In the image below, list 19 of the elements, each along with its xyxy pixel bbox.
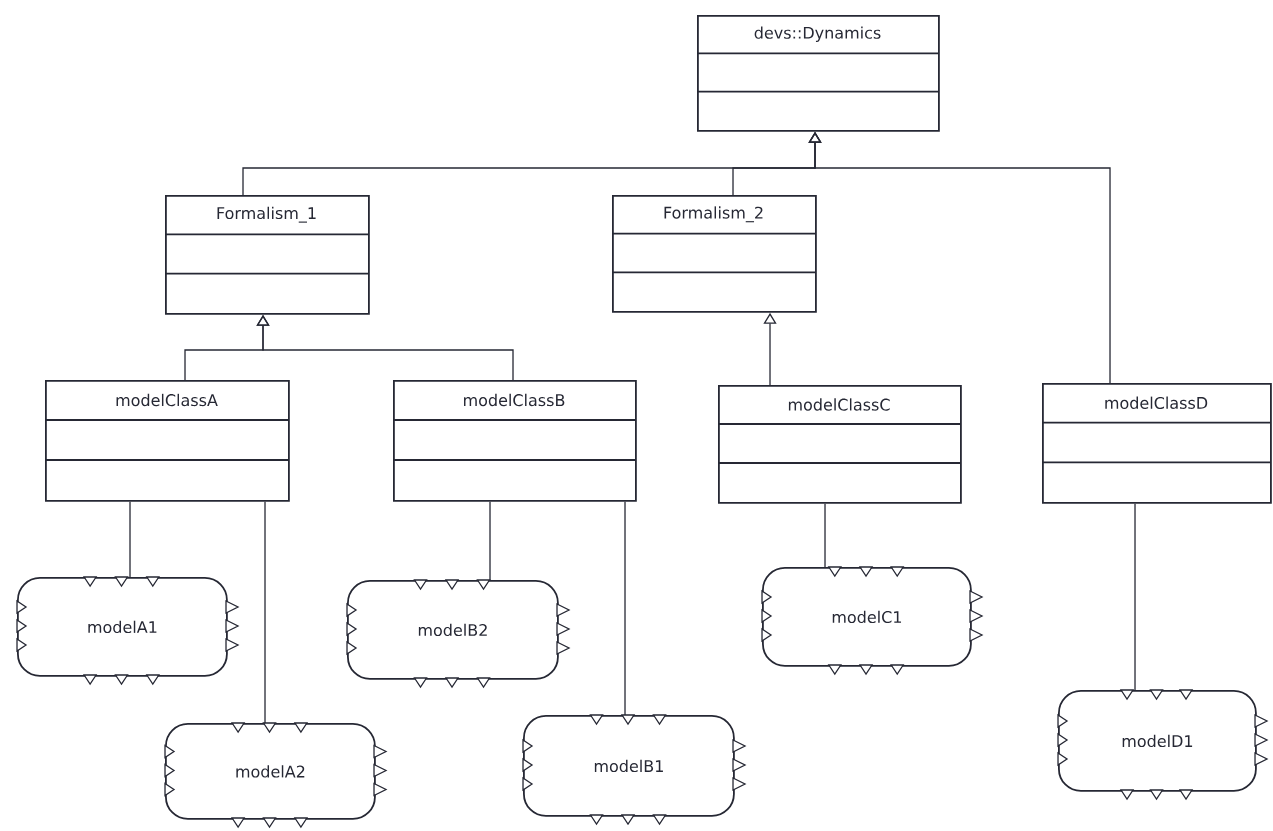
class-box: Formalism_2 [611,195,817,313]
model-box: modelC1 [761,566,984,676]
connector-line [264,501,266,724]
class-box: Formalism_1 [164,195,370,315]
model-box: modelA1 [16,576,240,686]
connector-line [1134,503,1136,691]
connector-line [129,501,131,578]
class-box: modelClassD [1041,383,1272,504]
class-box: devs::Dynamics [696,15,940,132]
class-box: modelClassA [44,380,290,502]
connector-line [624,501,626,716]
class-box: modelClassB [392,380,637,502]
model-box: modelA2 [164,722,388,829]
class-box: modelClassC [717,385,962,504]
connector-line [824,503,826,568]
model-box: modelD1 [1057,689,1269,801]
model-box: modelB1 [522,714,747,826]
connector-line [489,501,491,581]
model-box: modelB2 [346,579,571,689]
